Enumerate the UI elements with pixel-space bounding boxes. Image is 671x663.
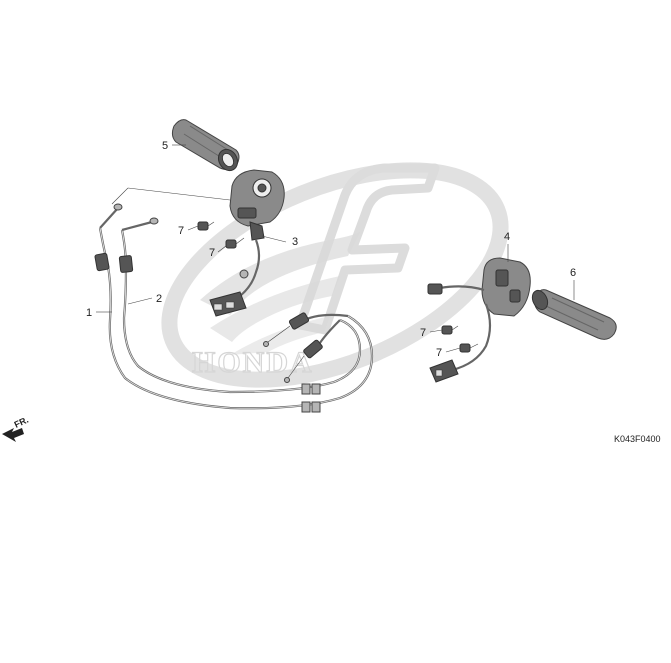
callout-2: 2: [156, 293, 162, 305]
watermark-text: HONDA: [192, 346, 314, 379]
callout-4: 4: [504, 231, 510, 243]
callout-7-right-lower: 7: [436, 347, 442, 359]
callout-7-left-upper: 7: [178, 225, 184, 237]
watermark-logo: [161, 162, 509, 388]
callout-7-right-upper: 7: [420, 327, 426, 339]
screw-7-right-lower: [459, 343, 479, 353]
cable-adjusters: [263, 312, 349, 383]
right-grip: [531, 289, 617, 340]
screw-7-left-upper: [197, 221, 215, 231]
callout-5: 5: [162, 140, 168, 152]
front-marker-label: FR.: [13, 415, 30, 430]
callout-6: 6: [570, 267, 576, 279]
callout-7-left-lower: 7: [209, 247, 215, 259]
callout-1: 1: [86, 307, 92, 319]
right-switch-housing: [427, 257, 531, 383]
screw-7-left-lower: [225, 237, 245, 249]
leader-lines: [96, 144, 575, 353]
screw-7-right-upper: [441, 325, 459, 335]
cable-end-fittings: [99, 203, 159, 232]
left-grip: [171, 119, 240, 172]
diagram-code: K043F0400: [614, 434, 661, 444]
throttle-cable-2: [118, 229, 362, 395]
throttle-cable-1: [94, 227, 374, 413]
front-arrow-icon: [2, 428, 24, 442]
front-direction-marker: FR.: [2, 415, 30, 442]
callout-3: 3: [292, 236, 298, 248]
left-switch-housing: [209, 169, 285, 317]
